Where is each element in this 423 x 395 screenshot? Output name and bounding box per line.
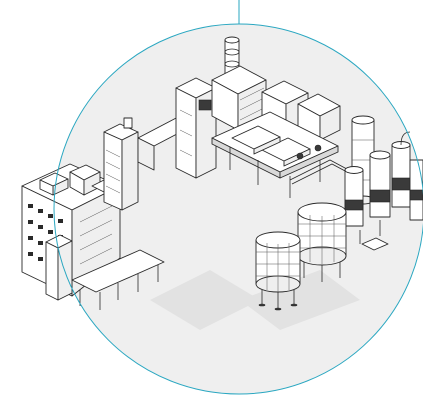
vessels [344,115,423,251]
middle-tower [103,115,197,211]
floor-shadows [150,270,360,330]
process-units [211,80,363,198]
central-building [175,36,267,179]
storage-tanks [255,202,347,311]
